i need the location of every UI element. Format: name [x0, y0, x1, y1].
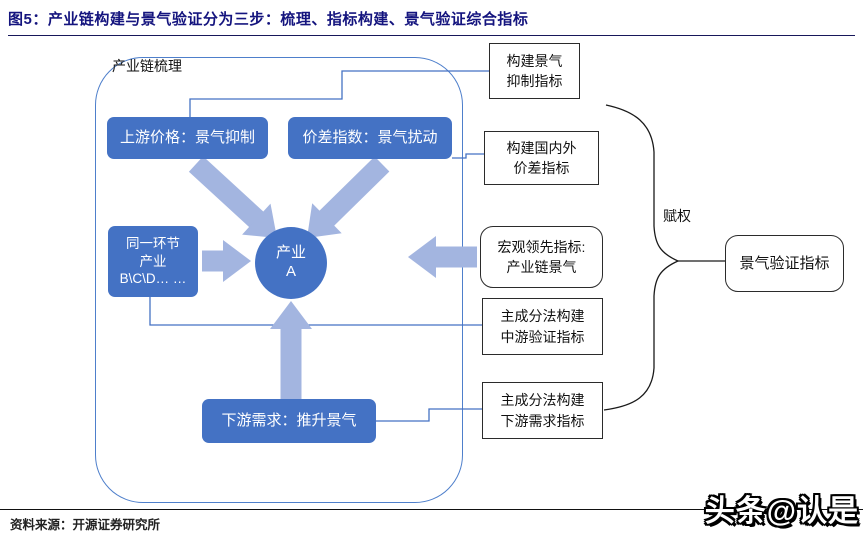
- price-diff-indicator-box: 构建国内外 价差指标: [484, 131, 599, 185]
- footer-divider: [0, 509, 863, 510]
- data-source-text: 资料来源：开源证券研究所: [10, 518, 161, 532]
- industry-a-node: 产业 A: [255, 227, 327, 299]
- price-spread-box: 价差指数：景气扰动: [288, 117, 452, 159]
- figure-title: 图5：产业链构建与景气验证分为三步：梳理、指标构建、景气验证综合指标: [8, 11, 529, 28]
- down-demand-indicator-box: 主成分法构建 下游需求指标: [482, 382, 603, 439]
- suppress-line1: 构建景气: [506, 52, 563, 69]
- suppress-indicator-box: 构建景气 抑制指标: [489, 43, 580, 99]
- prosperity-verify-result-box: 景气验证指标: [725, 235, 844, 292]
- upstream-price-box: 上游价格：景气抑制: [107, 117, 268, 159]
- macro-line2: 产业链景气: [506, 259, 577, 275]
- mid-verify-line2: 中游验证指标: [500, 328, 585, 345]
- industry-a-line1: 产业: [275, 244, 306, 262]
- suppress-line2: 抑制指标: [506, 73, 563, 89]
- price-diff-line2: 价差指标: [513, 160, 570, 176]
- price-spread-label: 价差指数：景气扰动: [302, 129, 438, 147]
- downstream-demand-box: 下游需求：推升景气: [202, 399, 376, 443]
- prosperity-verify-label: 景气验证指标: [739, 254, 830, 272]
- down-demand-line1: 主成分法构建: [500, 392, 585, 409]
- industry-a-line2: A: [285, 263, 296, 280]
- industry-chain-container: [95, 57, 463, 503]
- weighting-label: 赋权: [663, 208, 691, 224]
- title-divider: [8, 35, 855, 36]
- downstream-demand-label: 下游需求：推升景气: [221, 412, 357, 430]
- macro-leading-indicator-box: 宏观领先指标: 产业链景气: [480, 226, 603, 288]
- mid-verify-indicator-box: 主成分法构建 中游验证指标: [482, 298, 603, 355]
- upstream-price-label: 上游价格：景气抑制: [119, 129, 255, 147]
- toutiao-watermark: 头条@认是: [704, 495, 859, 528]
- same-stage-line2: 产业: [139, 253, 167, 269]
- mid-verify-line1: 主成分法构建: [500, 308, 585, 325]
- same-stage-box: 同一环节 产业 B\C\D… …: [108, 226, 198, 297]
- same-stage-line3: B\C\D… …: [119, 271, 187, 287]
- industry-chain-label: 产业链梳理: [112, 58, 182, 74]
- macro-line1: 宏观领先指标:: [497, 238, 586, 255]
- weighting-brace: [603, 104, 680, 411]
- same-stage-line1: 同一环节: [126, 236, 180, 252]
- down-demand-line2: 下游需求指标: [500, 412, 585, 429]
- price-diff-line1: 构建国内外: [506, 139, 577, 156]
